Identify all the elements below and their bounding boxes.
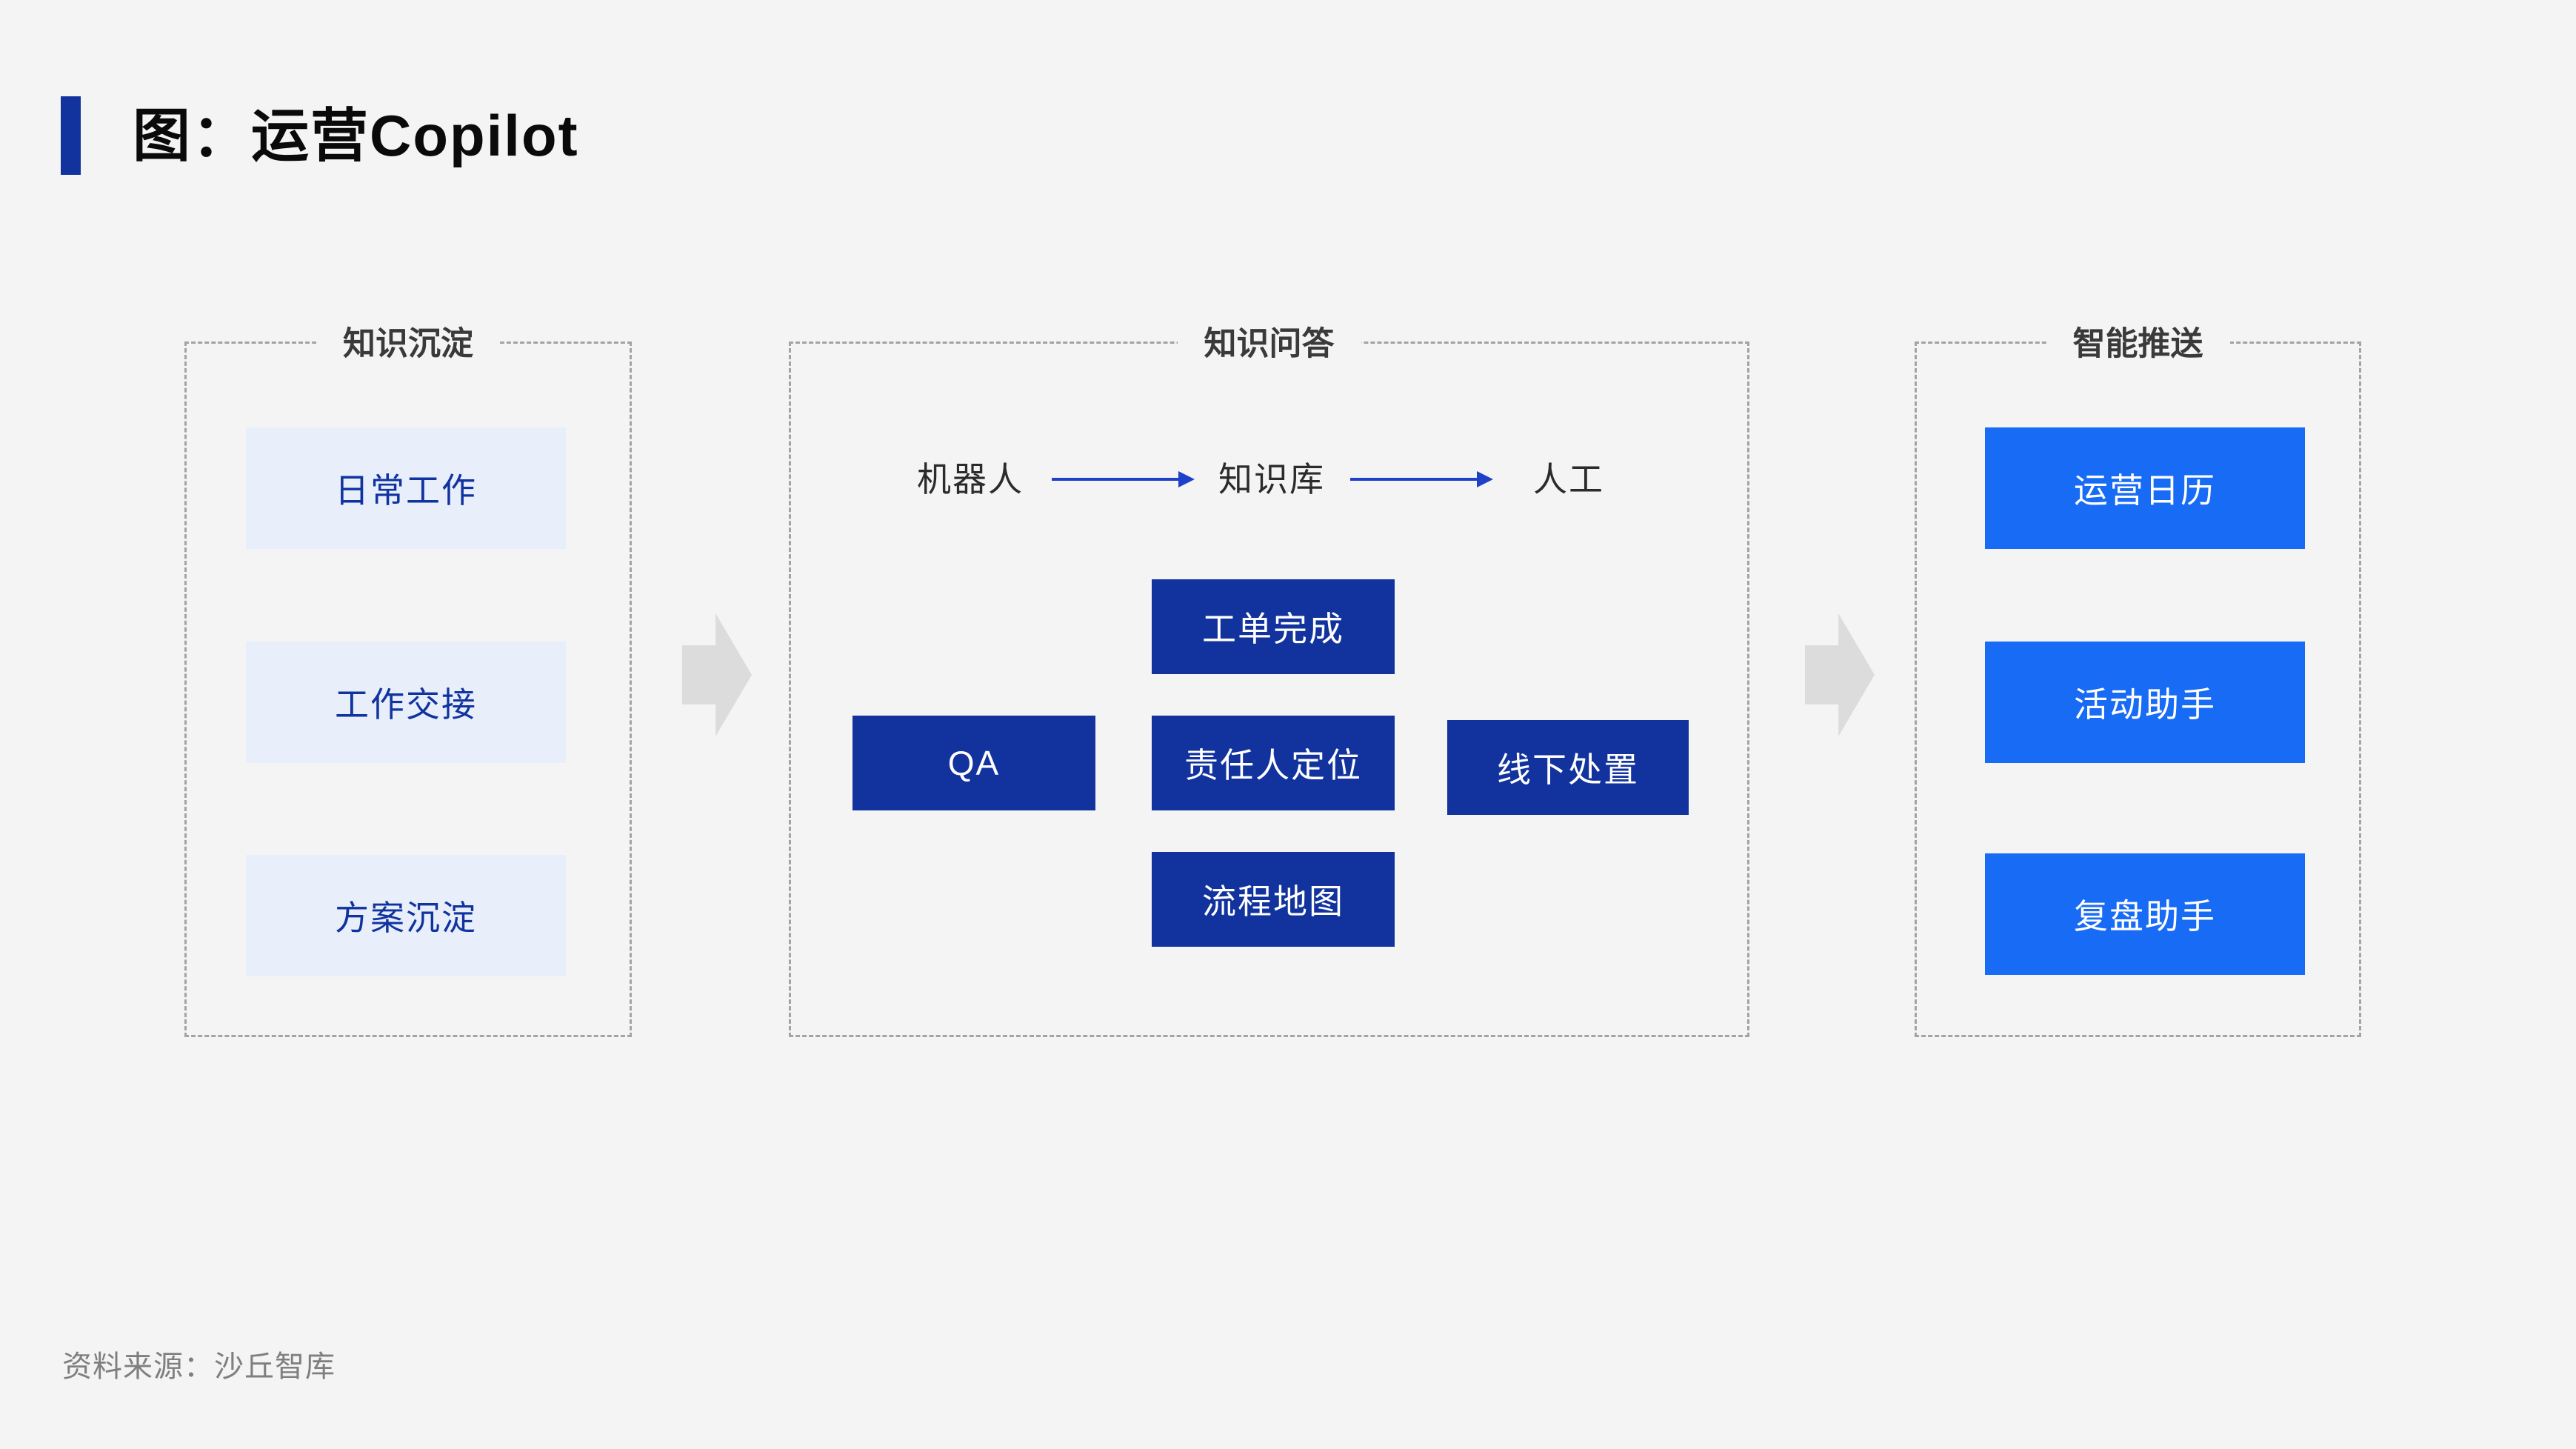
flow-node-knowledge-base: 知识库: [1218, 460, 1325, 499]
figure-header: 图：运营Copilot: [61, 68, 579, 204]
page-title: 图：运营Copilot: [133, 103, 579, 169]
flow-arrow-icon: [1052, 471, 1195, 487]
item-work-handover: 工作交接: [246, 642, 566, 763]
item-plan-sedimentation: 方案沉淀: [246, 855, 566, 976]
panel-knowledge-sedimentation-label: 知识沉淀: [316, 323, 500, 364]
item-daily-work: 日常工作: [246, 427, 566, 549]
item-review-assistant: 复盘助手: [1985, 853, 2305, 975]
panel-knowledge-sedimentation: 知识沉淀 日常工作 工作交接 方案沉淀: [184, 323, 632, 1037]
item-activity-assistant: 活动助手: [1985, 642, 2305, 763]
panel-knowledge-qa: 知识问答 机器人 知识库 人工 工单完成 QA 责任人定位 线下处置 流程地图: [789, 323, 1749, 1037]
flow-node-human: 人工: [1533, 460, 1604, 499]
panel-smart-push-label: 智能推送: [2046, 323, 2230, 364]
item-operations-calendar: 运营日历: [1985, 427, 2305, 549]
panel-smart-push: 智能推送 运营日历 活动助手 复盘助手: [1915, 323, 2361, 1037]
right-block-arrow-icon: [682, 613, 752, 736]
flow-arrow-icon: [1350, 471, 1493, 487]
panel-knowledge-qa-label: 知识问答: [1177, 323, 1361, 364]
capability-qa: QA: [852, 716, 1095, 810]
flow-node-robot: 机器人: [917, 460, 1024, 499]
right-block-arrow-icon: [1805, 613, 1875, 736]
capability-process-map: 流程地图: [1152, 852, 1395, 947]
capability-owner-locating: 责任人定位: [1152, 716, 1395, 810]
capability-offline-handling: 线下处置: [1447, 720, 1689, 815]
title-accent-bar: [61, 96, 81, 176]
capability-work-order-completion: 工单完成: [1152, 579, 1395, 674]
source-note: 资料来源：沙丘智库: [62, 1350, 336, 1383]
